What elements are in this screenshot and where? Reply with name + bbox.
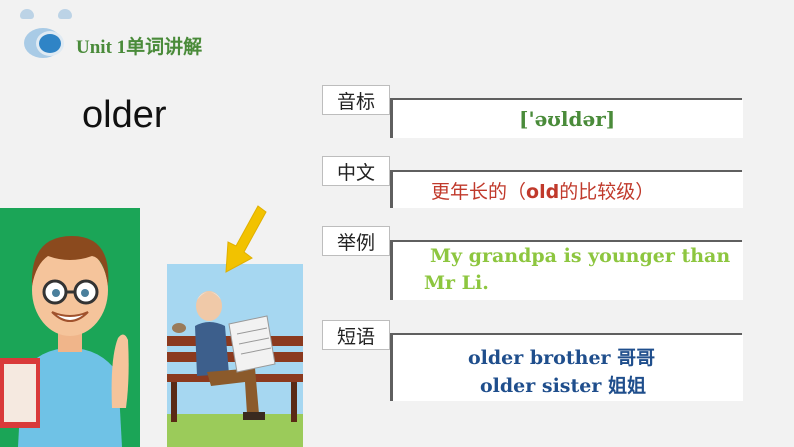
example-bracket [390,240,393,300]
old-man-illustration [167,291,303,447]
phrase-line-1: older brother 哥哥 [468,347,656,369]
phrases-tag: 短语 [322,320,390,350]
unit-title: Unit 1单词讲解 [76,37,203,58]
arrow-down-icon [225,205,267,273]
phrases-bracket [390,333,393,401]
chinese-text-part1: 更年长的（ [431,181,527,203]
chinese-bracket [390,170,393,208]
chinese-text-part2: 的比较级） [559,181,655,203]
chinese-text: 更年长的（old的比较级） [431,177,654,204]
example-line-2: Mr Li. [424,272,489,294]
circle-logo-inner-icon [36,31,64,56]
phrase-line-2: older sister 姐姐 [480,375,646,397]
phonetic-divider [390,98,742,100]
example-tag: 举例 [322,226,390,256]
decor-dot-left-icon [20,9,34,19]
chinese-panel: 更年长的（old的比较级） [393,172,743,208]
chinese-text-bold: old [526,181,560,203]
vocabulary-word: older [82,94,167,136]
phonetic-text: ['əʊldər] [519,107,616,131]
decor-dot-right-icon [58,9,72,19]
example-divider [390,240,742,242]
phrases-panel: older brother 哥哥 older sister 姐姐 [393,335,743,401]
phonetic-panel: ['əʊldər] [393,100,743,138]
phonetic-tag: 音标 [322,85,390,115]
chinese-tag: 中文 [322,156,390,186]
phrases-divider [390,333,742,335]
example-line-1: My grandpa is younger than [430,245,731,267]
chinese-divider [390,170,742,172]
phonetic-bracket [390,98,393,138]
teacher-illustration [0,236,129,447]
example-panel: My grandpa is younger than Mr Li. [393,242,743,300]
